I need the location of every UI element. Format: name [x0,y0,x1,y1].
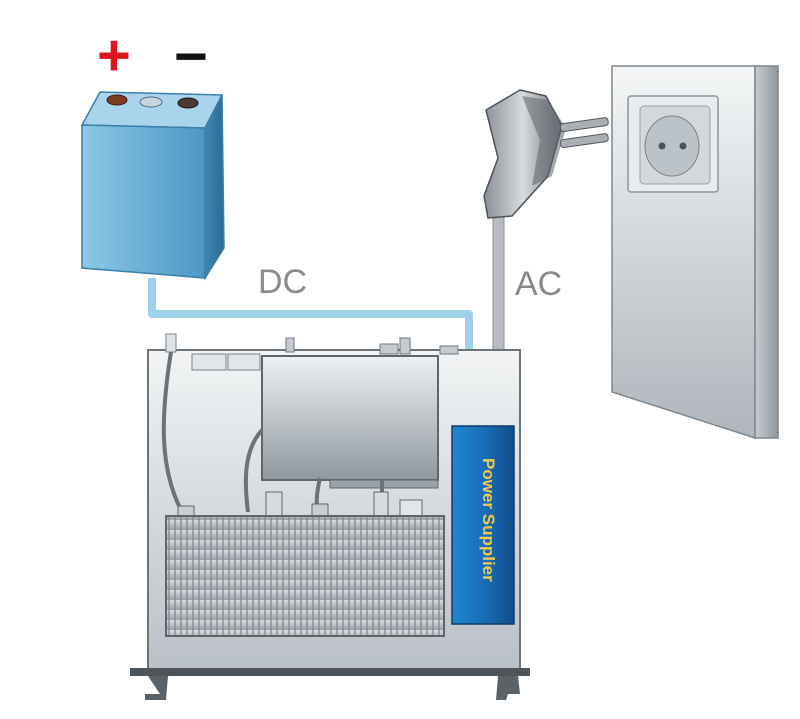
chassis-foot-left [145,676,168,700]
power-plug-icon [483,89,609,219]
battery-icon [80,91,225,281]
power-supplier: Power Supplier [451,425,515,625]
ac-label: AC [515,265,562,303]
wall-socket-icon [611,65,779,440]
chassis-foot-right [496,676,520,700]
positive-terminal [106,94,128,106]
power-supplier-label: Power Supplier [479,458,498,582]
plus-sign: + [97,23,131,88]
minus-sign: − [174,24,208,89]
dc-label: DC [258,263,307,301]
negative-terminal [177,97,199,109]
